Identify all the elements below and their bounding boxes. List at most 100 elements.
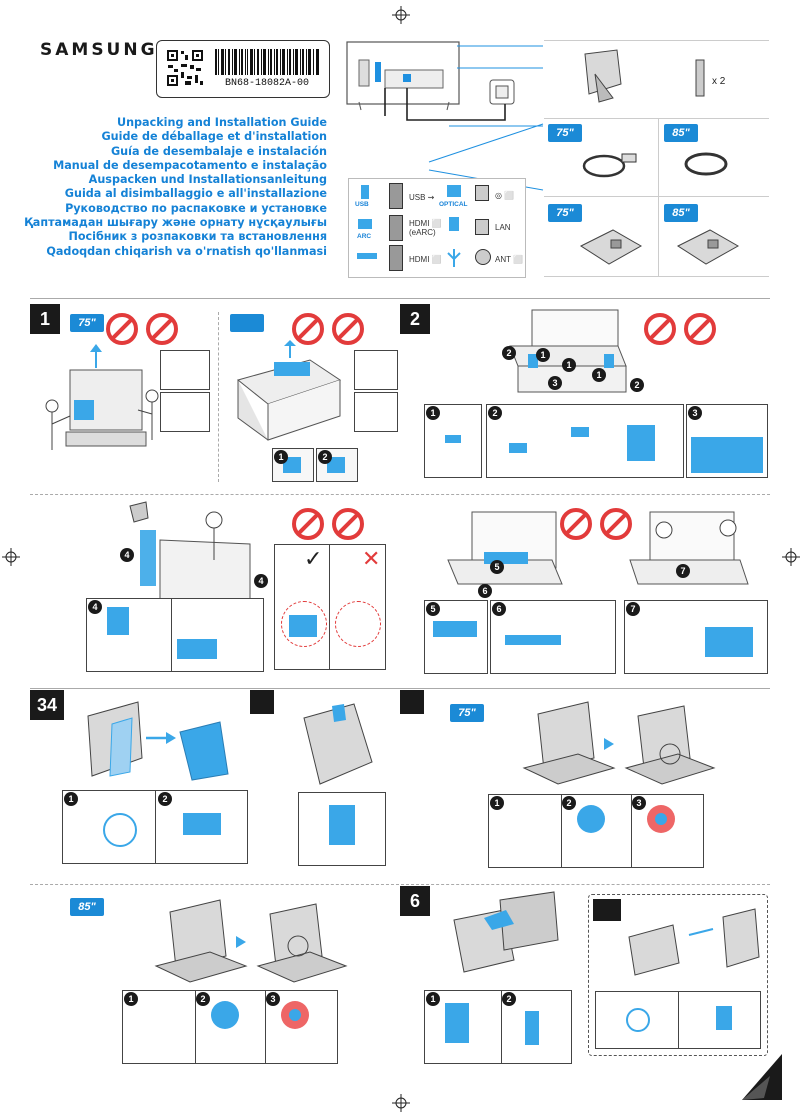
no-sharp-warning-icon-3 [600, 508, 632, 540]
step-7-detail [624, 600, 768, 674]
hdmi-icon [357, 253, 377, 259]
stand-85-illustration [154, 899, 348, 983]
step-6-callout: 6 [478, 584, 492, 598]
no-lift-warning-icon-2 [292, 313, 324, 345]
size-badge-75-stand: 75" [548, 204, 582, 222]
title-kk: Қаптамадан шығару және орнату нұсқаулығы [24, 216, 327, 230]
stand-75-step-3: 3 [632, 796, 646, 810]
no-lift-warning-icon [106, 313, 138, 345]
step-34-number: 34 [30, 690, 64, 720]
attach-bracket-illustration [303, 703, 373, 785]
step-1-size-75: 75" [70, 314, 104, 332]
no-lift-warning-icon-3 [644, 313, 676, 345]
step-6-detail-num-1: 1 [426, 992, 440, 1006]
stand-85-step-1: 1 [124, 992, 138, 1006]
barcode-icon [215, 49, 319, 75]
hdmi-label: HDMI ⬜ [409, 255, 442, 264]
no-push-warning-icon [146, 313, 178, 345]
optical-label: OPTICAL [439, 201, 468, 208]
correct-incorrect-frame [274, 544, 386, 670]
lift-tv-illustration [629, 511, 749, 585]
step-2-callout-1c: 1 [592, 368, 606, 382]
step-2-callout-1b: 1 [562, 358, 576, 372]
attach-bracket-detail [298, 792, 386, 866]
step-7-callout: 7 [676, 564, 690, 578]
registration-mark-right [782, 548, 800, 566]
step-2-detail-2 [486, 404, 684, 478]
page-curl-icon [742, 1054, 782, 1100]
arc-icon [358, 219, 372, 229]
antenna-icon [447, 249, 461, 267]
guide-titles: Unpacking and Installation Guide Guide d… [24, 116, 327, 259]
step-4-callout-b: 4 [254, 574, 268, 588]
step-1-number: 1 [30, 304, 60, 334]
hdmi-port [389, 245, 403, 271]
stand-base-85-icon [676, 229, 740, 265]
brand-logo: SAMSUNG [40, 40, 158, 60]
registration-mark-left [2, 548, 20, 566]
step-1-size-85-badge [230, 314, 264, 332]
title-pt: Manual de desempacotamento e instalação [53, 158, 327, 172]
title-uz: Qadoqdan chiqarish va o'rnatish qo'llanm… [46, 244, 327, 258]
no-sharp-warning-icon-2 [332, 508, 364, 540]
step-2-detail-3-num: 3 [688, 406, 702, 420]
stand-75-step-2: 2 [562, 796, 576, 810]
stand-85-step-3: 3 [266, 992, 280, 1006]
qr-code-icon [165, 48, 205, 88]
size-badge-75-cable: 75" [548, 124, 582, 142]
step-next-number-b [400, 690, 424, 714]
stand-bracket-icon [584, 49, 622, 103]
stand-75-detail [488, 794, 704, 868]
step-2-callout-2b: 2 [630, 378, 644, 392]
step-2-callout-2a: 2 [502, 346, 516, 360]
arc-label: ARC [357, 233, 372, 240]
step-2-detail-1-num: 1 [426, 406, 440, 420]
title-it: Guida al disimballaggio e all'installazi… [64, 187, 327, 201]
step-34-detail-num-1: 1 [64, 792, 78, 806]
screw-icon [695, 59, 705, 97]
title-fr: Guide de déballage et d'installation [101, 130, 328, 144]
clip-step-1: 1 [274, 450, 288, 464]
step-6-detail [490, 600, 616, 674]
step-6-detail-num: 6 [492, 602, 506, 616]
title-de: Auspacken und Installationsanleitung [88, 173, 327, 187]
clip-step-2: 2 [318, 450, 332, 464]
lan-icon [449, 217, 459, 231]
wall-mount-badge [593, 899, 621, 921]
part-number: BN68-18082A-00 [224, 78, 309, 89]
bracket-detail-frame-2 [354, 350, 398, 390]
step-2-callout-3: 3 [548, 376, 562, 390]
no-lift-warning-icon-4 [292, 508, 324, 540]
step-5-size-75: 75" [450, 704, 484, 722]
screw-detail-frame [160, 392, 210, 432]
registration-mark-top [392, 6, 410, 24]
stand-75-illustration [522, 701, 716, 785]
step-5-detail-num: 5 [426, 602, 440, 616]
title-ru: Руководство по распаковке и установке [65, 201, 327, 215]
size-badge-85-cable: 85" [664, 124, 698, 142]
step-2-detail-2-num: 2 [488, 406, 502, 420]
stand-85-size: 85" [70, 898, 104, 916]
bracket-detail-frame [160, 350, 210, 390]
ant-port [475, 249, 491, 265]
usb-label: USB [355, 201, 369, 208]
unpacking-85-illustration [236, 340, 342, 441]
size-badge-85-stand: 85" [664, 204, 698, 222]
optical-icon [447, 185, 461, 197]
stand-75-step-1: 1 [490, 796, 504, 810]
incorrect-mark: ✕ [362, 546, 381, 571]
step-6-detail [424, 990, 572, 1064]
no-lift-warning-icon-5 [560, 508, 592, 540]
tv-in-box-illustration [509, 309, 627, 393]
step-6-number: 6 [400, 886, 430, 916]
registration-mark-bottom [392, 1094, 410, 1112]
stand-85-step-2: 2 [196, 992, 210, 1006]
mount-stand-illustration [453, 891, 559, 973]
title-en: Unpacking and Installation Guide [116, 116, 327, 129]
optical-port-label: ◎ ⬜ [495, 191, 515, 200]
step-2-number: 2 [400, 304, 430, 334]
hdmi-earc-port [389, 215, 403, 241]
stand-base-75-icon [579, 229, 643, 265]
wall-mount-option-frame [588, 894, 768, 1056]
no-sharp-warning-icon [684, 313, 716, 345]
